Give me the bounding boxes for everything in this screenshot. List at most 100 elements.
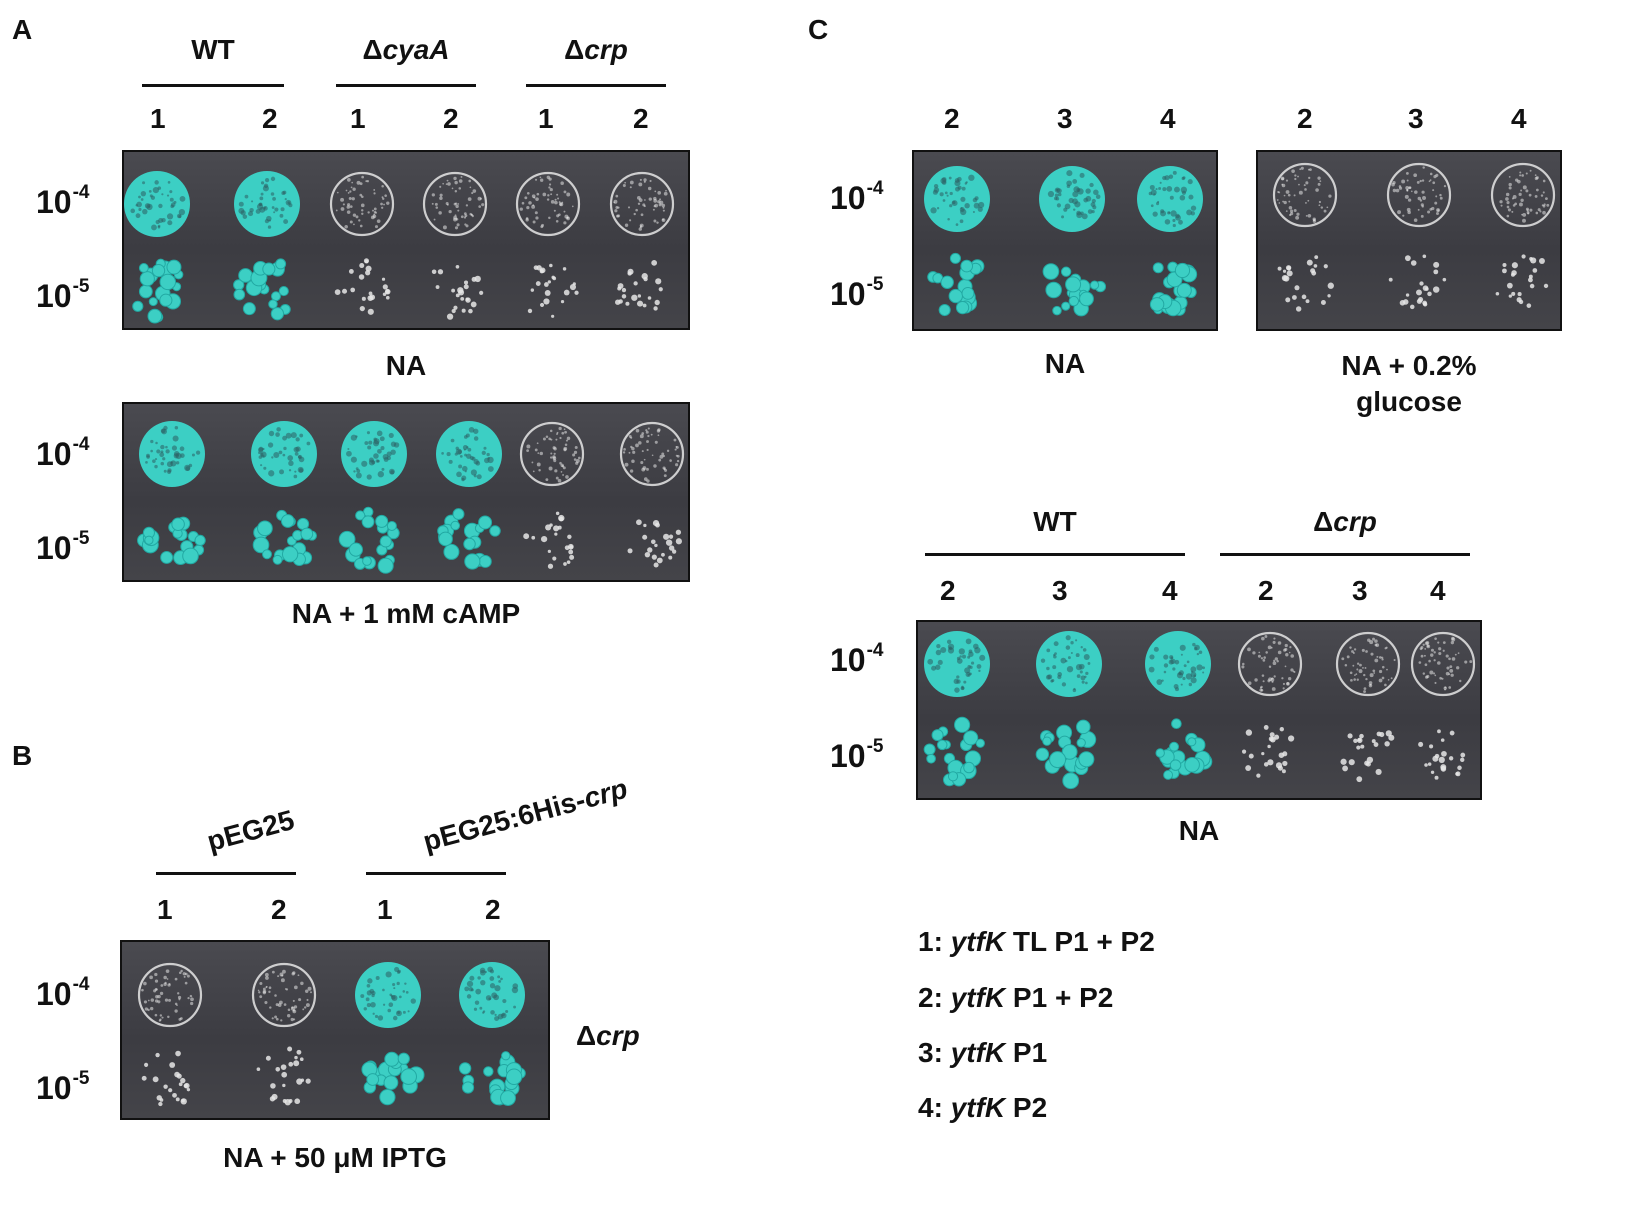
spot-texture: [1359, 663, 1362, 667]
colony: [954, 716, 971, 733]
colony-spot-growth: [1042, 263, 1107, 317]
spot-texture: [373, 207, 377, 211]
colony: [552, 556, 557, 561]
spot-texture: [298, 468, 304, 473]
spot-texture: [526, 191, 530, 195]
spot-texture: [1273, 675, 1276, 678]
spot-texture: [1354, 674, 1356, 676]
spot-texture: [448, 459, 453, 464]
spot-texture: [946, 194, 949, 197]
colony: [483, 1066, 494, 1077]
spot-texture: [639, 223, 644, 228]
spot-texture: [454, 180, 458, 185]
colony: [637, 294, 642, 298]
spot-texture: [1542, 179, 1546, 183]
colony: [132, 300, 144, 312]
spot-texture: [374, 225, 379, 229]
colony: [159, 293, 173, 307]
colony: [1441, 750, 1447, 757]
spot-texture: [376, 430, 383, 437]
spot-texture: [1346, 655, 1350, 659]
spot-texture: [630, 445, 633, 449]
spot-texture: [1156, 679, 1163, 685]
spot-texture: [1349, 646, 1352, 649]
colony: [535, 281, 541, 286]
spot-texture: [397, 969, 401, 973]
colony: [166, 259, 182, 275]
colony: [359, 263, 365, 269]
spot-texture: [1258, 651, 1261, 654]
colony: [265, 1055, 271, 1061]
spot-texture: [664, 468, 668, 472]
spot-texture: [1381, 676, 1385, 680]
spot-texture: [1065, 645, 1071, 650]
colony: [489, 525, 501, 537]
spot-texture: [658, 203, 662, 207]
spot-texture: [1437, 209, 1440, 212]
spot-texture: [383, 203, 385, 206]
spot-texture: [1149, 654, 1155, 660]
colony-spot-no-growth: [1277, 255, 1334, 312]
spot-texture: [1363, 687, 1367, 691]
colony-spot-no-growth: [329, 171, 395, 237]
column-label: 4: [1511, 103, 1527, 134]
colony: [547, 563, 554, 569]
colony: [1340, 758, 1347, 765]
dilution-label: 10-5: [36, 276, 90, 314]
spot-texture: [150, 449, 153, 453]
spot-texture: [264, 178, 270, 183]
colony: [1375, 768, 1382, 776]
spot-texture: [304, 989, 309, 993]
spot-texture: [404, 982, 407, 985]
spot-texture: [163, 469, 167, 473]
spot-texture: [1449, 668, 1454, 673]
spot-texture: [964, 203, 970, 209]
colony: [661, 552, 665, 557]
colony: [545, 524, 552, 531]
colony: [1427, 762, 1432, 766]
spot-texture: [463, 448, 466, 451]
spot-texture: [1428, 659, 1431, 663]
colony: [555, 511, 560, 516]
colony: [438, 531, 453, 547]
spot-texture: [948, 176, 952, 180]
spot-texture: [1073, 208, 1076, 211]
colony: [1065, 276, 1082, 293]
spot-texture: [637, 202, 641, 206]
spot-texture: [391, 994, 398, 1001]
spot-texture: [142, 208, 148, 215]
dilution-label: 10-5: [36, 528, 90, 566]
colony: [299, 1057, 304, 1062]
spot-texture: [1261, 674, 1265, 677]
spot-texture: [166, 213, 174, 220]
spot-texture: [293, 474, 298, 479]
spot-texture: [1429, 172, 1433, 176]
colony: [1438, 756, 1445, 764]
spot-texture: [280, 978, 285, 983]
spot-texture: [1390, 677, 1393, 680]
spot-texture: [657, 191, 662, 195]
spot-texture: [536, 192, 540, 196]
colony: [1448, 756, 1454, 761]
spot-texture: [614, 209, 618, 213]
spot-texture: [1068, 197, 1074, 204]
spot-texture: [561, 431, 565, 435]
colony: [1502, 268, 1507, 274]
spot-texture: [649, 179, 652, 183]
spot-texture: [635, 443, 639, 448]
spot-texture: [1540, 194, 1544, 197]
colony: [1543, 283, 1549, 289]
spot-texture: [170, 461, 173, 464]
colony: [949, 252, 961, 264]
spot-texture: [309, 991, 312, 994]
spot-texture: [366, 1003, 371, 1008]
colony-spot-no-growth: [515, 171, 581, 237]
spot-texture: [1521, 213, 1523, 216]
spot-texture: [273, 211, 276, 214]
dilution-label: 10-5: [36, 1068, 90, 1106]
spot-texture: [1454, 653, 1457, 656]
spot-texture: [377, 1015, 384, 1021]
spot-texture: [345, 189, 348, 192]
colony: [175, 1097, 180, 1102]
spot-texture: [548, 216, 551, 220]
